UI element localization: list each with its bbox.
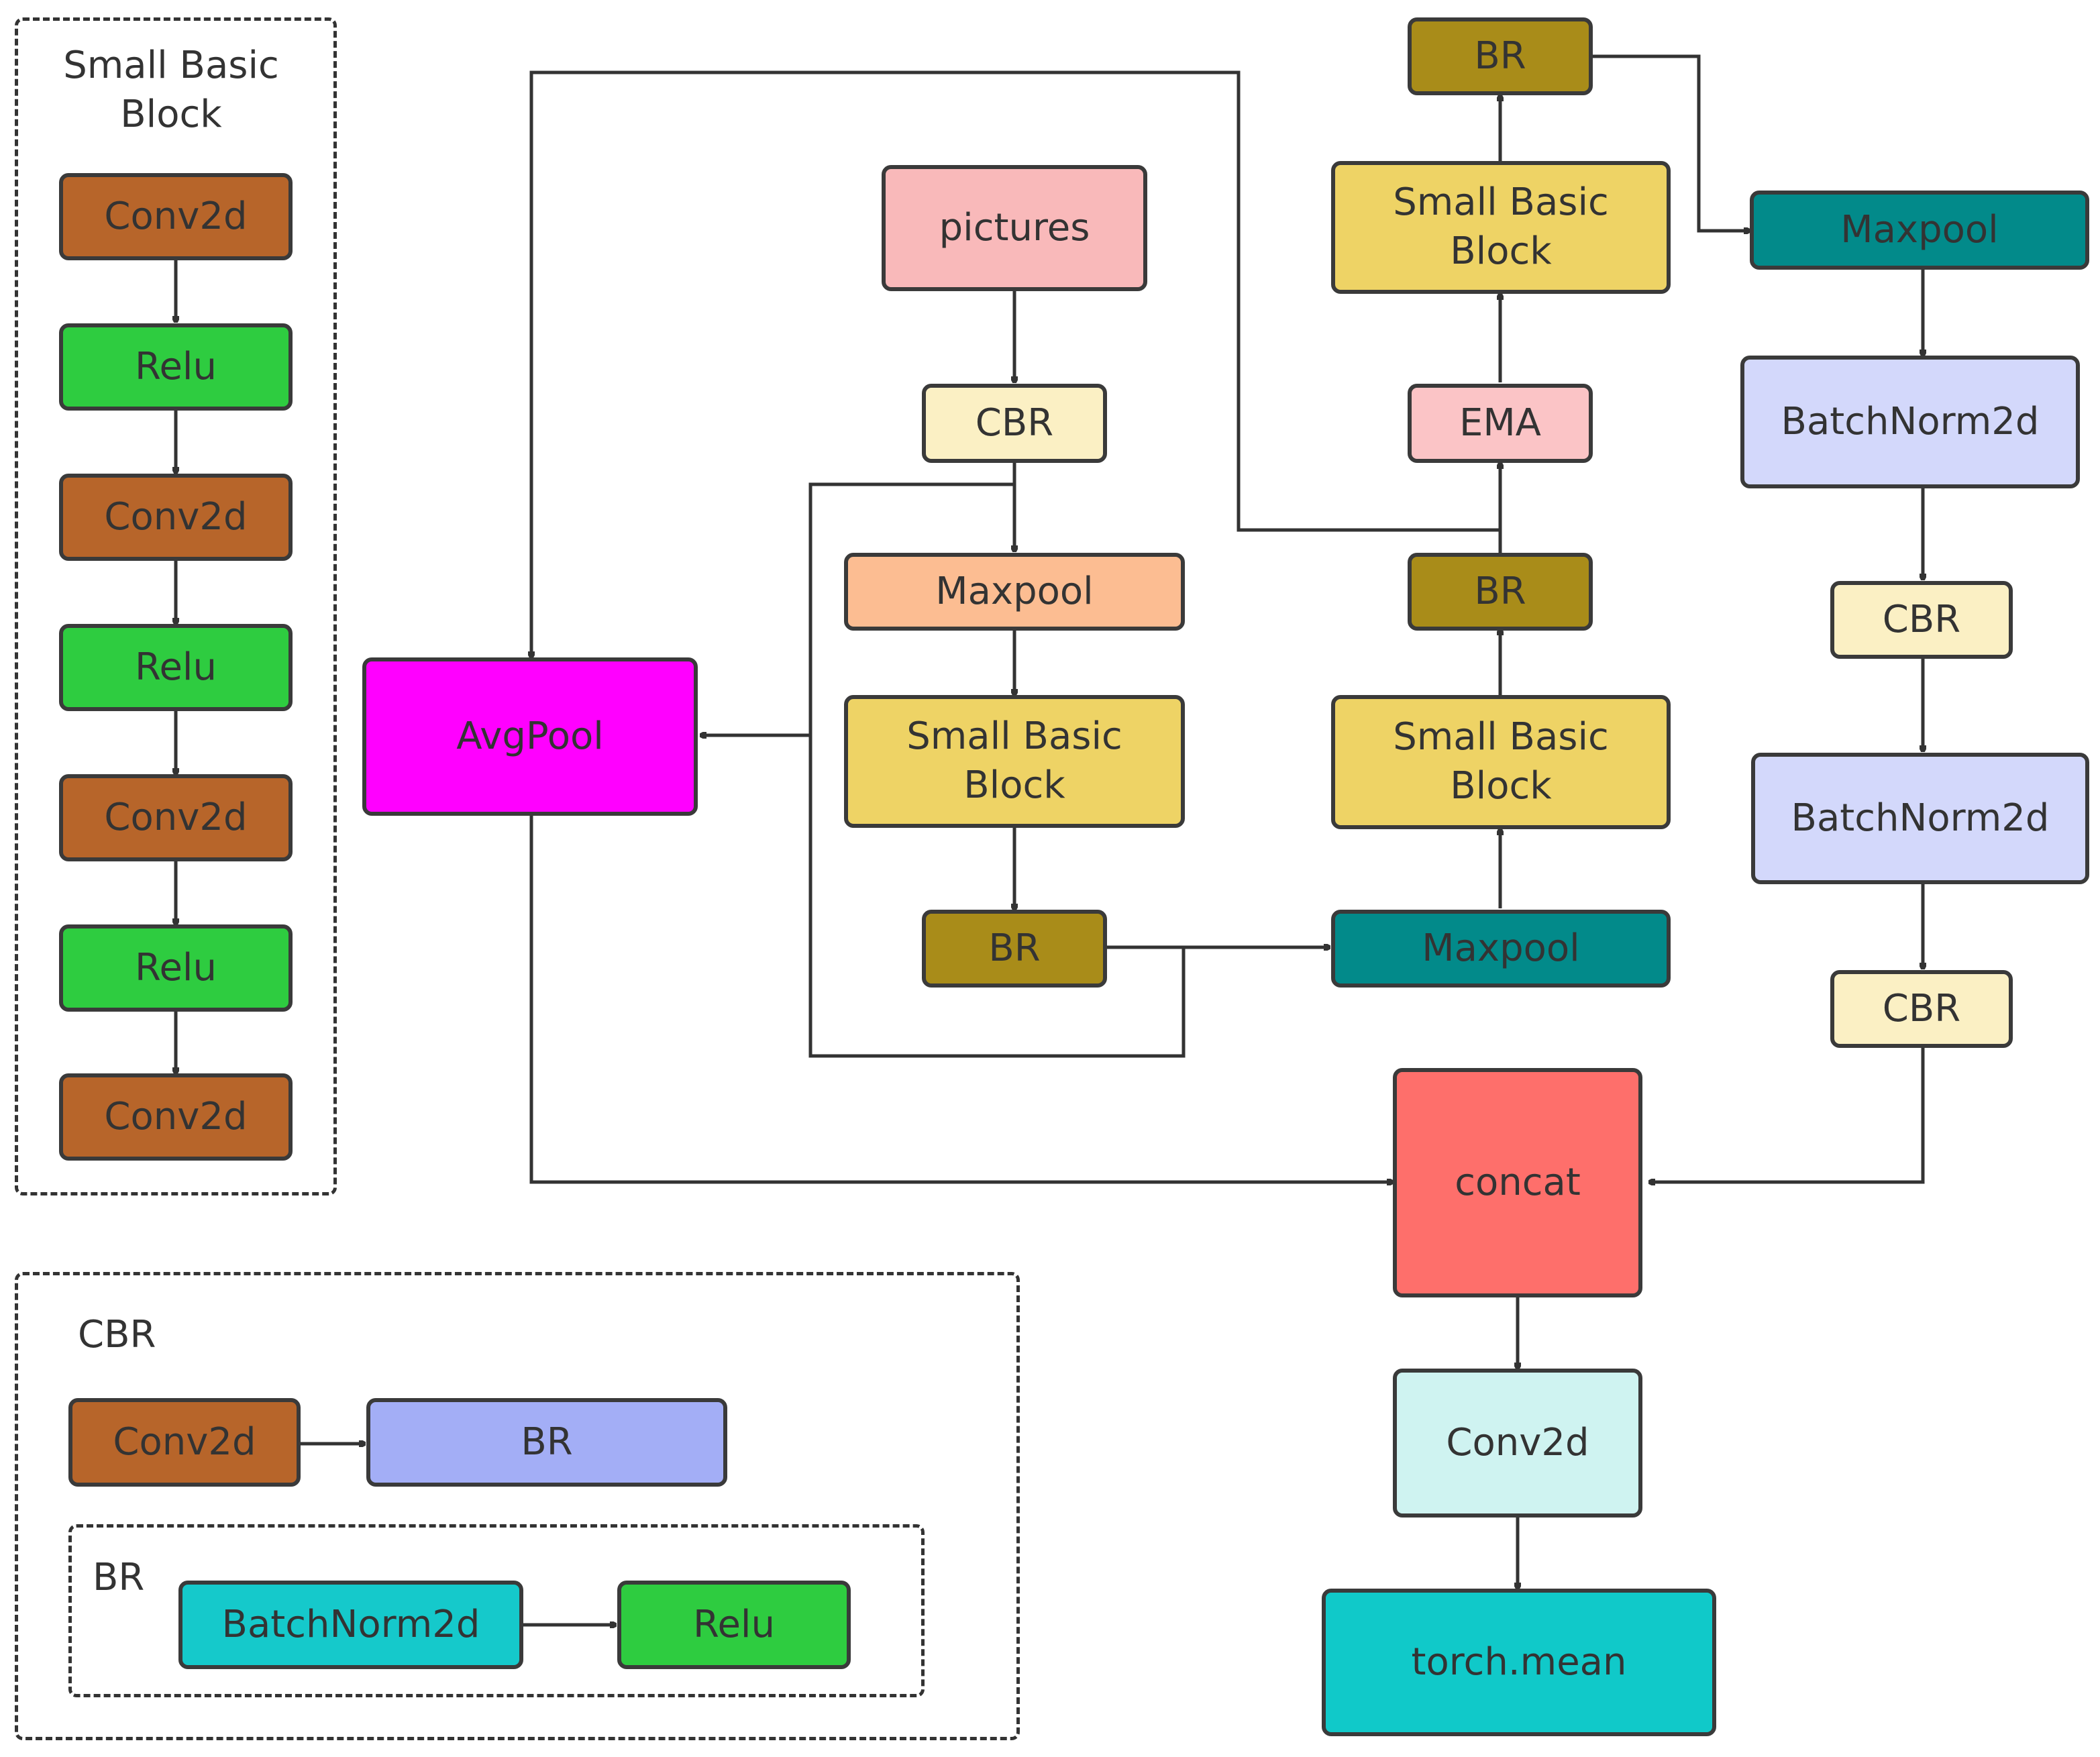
legend-sbb-relu-2: Relu [59,624,293,711]
legend-sbb-conv2d-2: Conv2d [59,474,293,561]
legend-br-title: BR [93,1556,145,1599]
legend-small-basic-block-title: Small Basic Block [63,44,279,136]
node-br-2: BR [1408,553,1593,631]
legend-br [68,1524,925,1697]
legend-small-basic-block [15,17,337,1195]
legend-cbr-br: BR [366,1398,727,1487]
node-br-3: BR [1408,17,1593,95]
node-cbr-3: CBR [1830,970,2013,1048]
node-maxpool-1: Maxpool [844,553,1185,631]
arrow-cbr3-to-concat [1649,1048,1925,1182]
arrow-avgpool-to-concat [529,814,1393,1182]
node-ema: EMA [1408,384,1593,463]
node-small-basic-block-2: Small Basic Block [1331,695,1671,829]
loop-br2-to-avgpool [531,70,1500,657]
legend-sbb-conv2d-4: Conv2d [59,1073,293,1161]
node-batchnorm2d-1: BatchNorm2d [1740,356,2080,488]
node-torch-mean: torch.mean [1322,1589,1716,1736]
arrow-br3-to-maxpool3 [1593,54,1750,231]
node-small-basic-block-1: Small Basic Block [844,695,1185,828]
legend-cbr-title: CBR [78,1313,156,1356]
legend-sbb-relu-3: Relu [59,924,293,1012]
node-concat: concat [1393,1068,1642,1297]
node-pictures: pictures [882,165,1147,291]
node-br-1: BR [922,910,1107,988]
legend-cbr [15,1272,1020,1740]
node-maxpool-2: Maxpool [1331,910,1671,988]
legend-sbb-conv2d-3: Conv2d [59,774,293,861]
node-cbr-2: CBR [1830,581,2013,659]
node-maxpool-3: Maxpool [1750,191,2089,270]
legend-br-batchnorm2d: BatchNorm2d [178,1581,523,1669]
legend-br-relu: Relu [617,1581,851,1669]
node-conv2d-out: Conv2d [1393,1369,1642,1518]
node-cbr-input: CBR [922,384,1107,463]
legend-sbb-conv2d-1: Conv2d [59,173,293,260]
node-small-basic-block-3: Small Basic Block [1331,161,1671,294]
node-avgpool: AvgPool [362,657,698,816]
node-batchnorm2d-2: BatchNorm2d [1751,753,2089,884]
legend-sbb-relu-1: Relu [59,323,293,411]
loop-br-to-avgpool [700,482,1186,1058]
legend-cbr-conv2d: Conv2d [68,1398,301,1487]
